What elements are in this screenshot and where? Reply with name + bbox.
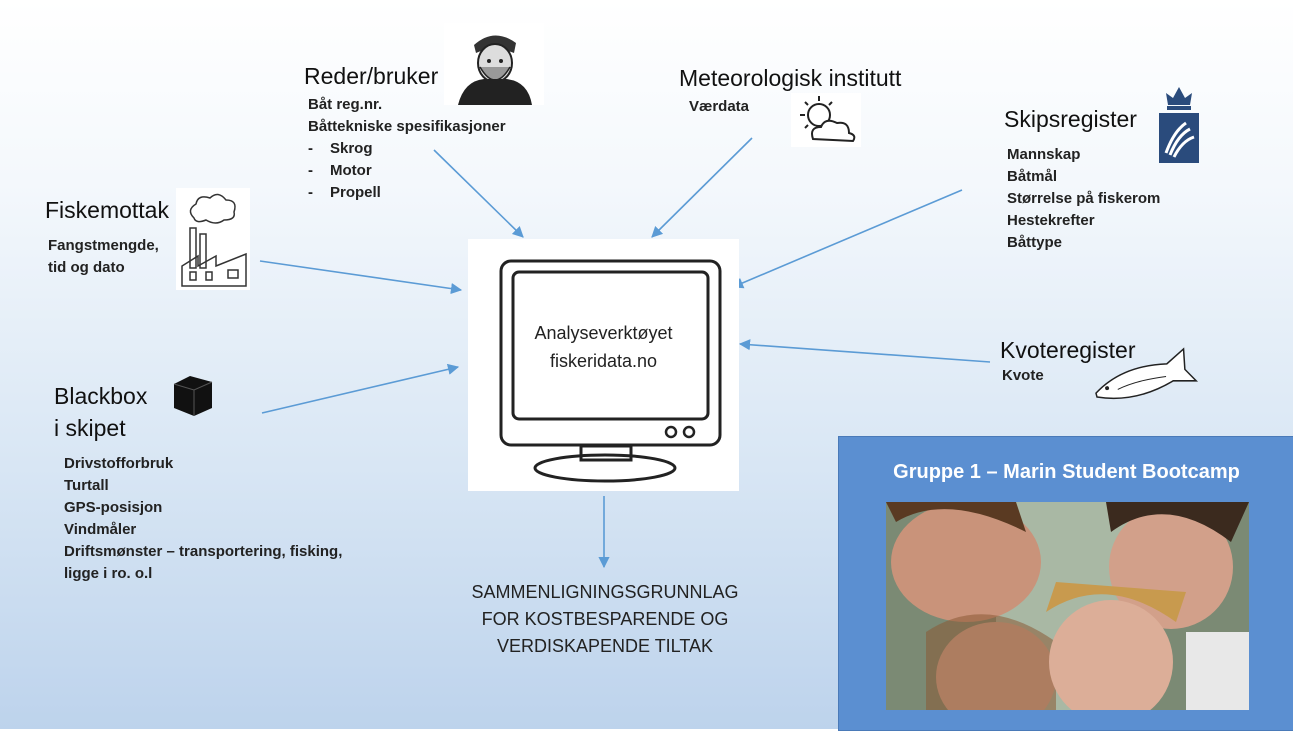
blackbox-title-line2: i skipet bbox=[54, 415, 126, 441]
fiskemottak-list: Fangstmengde, tid og dato bbox=[48, 235, 159, 279]
center-line2: fiskeridata.no bbox=[549, 351, 658, 371]
skips-list: Mannskap Båtmål Størrelse på fiskerom He… bbox=[1007, 144, 1160, 254]
skips-item: Båtmål bbox=[1007, 168, 1058, 185]
blackbox-title: Blackbox i skipet bbox=[54, 380, 147, 444]
blackbox-item: GPS-posisjon bbox=[64, 499, 163, 516]
blackbox-title-line1: Blackbox bbox=[54, 383, 148, 409]
blackbox-item: Turtall bbox=[64, 477, 109, 494]
skips-item: Båttype bbox=[1007, 234, 1063, 251]
black-cube-icon bbox=[168, 372, 218, 418]
result-line: SAMMENLIGNINGSGRUNNLAG bbox=[471, 582, 739, 602]
reder-title: Reder/bruker bbox=[304, 63, 439, 89]
reder-list: Båt reg.nr. Båttekniske spesifikasjoner … bbox=[308, 94, 506, 204]
group-panel: Gruppe 1 – Marin Student Bootcamp bbox=[838, 436, 1293, 731]
group-photo bbox=[886, 502, 1249, 710]
center-label: Analyseverktøyet fiskeridata.no bbox=[468, 319, 739, 375]
reder-sub-item: Propell bbox=[308, 182, 506, 204]
met-title: Meteorologisk institutt bbox=[679, 65, 902, 91]
reder-item: Båttekniske spesifikasjoner bbox=[308, 118, 506, 135]
blackbox-list: Drivstofforbruk Turtall GPS-posisjon Vin… bbox=[64, 453, 342, 585]
blackbox-item: Drivstofforbruk bbox=[64, 455, 174, 472]
fisherman-icon bbox=[444, 23, 544, 105]
result-line: VERDISKAPENDE TILTAK bbox=[496, 636, 714, 656]
blackbox-item: Driftsmønster – transportering, fisking, bbox=[64, 543, 343, 560]
arrow-met bbox=[651, 137, 753, 238]
skips-item: Størrelse på fiskerom bbox=[1007, 190, 1161, 207]
fiskemottak-item: Fangstmengde, bbox=[48, 237, 159, 254]
kvote-title: Kvoteregister bbox=[1000, 337, 1136, 363]
fiskemottak-title: Fiskemottak bbox=[45, 197, 169, 223]
arrow-fiskemottak bbox=[259, 260, 463, 295]
skips-title: Skipsregister bbox=[1004, 106, 1137, 132]
fiskemottak-item: tid og dato bbox=[48, 259, 125, 276]
met-item: Værdata bbox=[689, 98, 750, 115]
kvote-item: Kvote bbox=[1002, 367, 1044, 384]
factory-icon bbox=[176, 188, 250, 290]
crown-emblem-icon bbox=[1156, 83, 1202, 165]
reder-item: Båt reg.nr. bbox=[308, 96, 383, 113]
reder-sub-item: Motor bbox=[308, 160, 506, 182]
blackbox-item: ligge i ro. o.l bbox=[64, 565, 153, 582]
group-title: Gruppe 1 – Marin Student Bootcamp bbox=[893, 461, 1240, 483]
result-line: FOR KOSTBESPARENDE OG bbox=[481, 609, 729, 629]
arrow-kvote bbox=[738, 339, 991, 363]
skips-item: Hestekrefter bbox=[1007, 212, 1095, 229]
arrow-blackbox bbox=[261, 363, 460, 414]
center-line1: Analyseverktøyet bbox=[534, 323, 673, 343]
arrow-skips bbox=[731, 189, 963, 289]
skips-item: Mannskap bbox=[1007, 146, 1081, 163]
fish-icon bbox=[1086, 346, 1204, 412]
weather-icon bbox=[791, 93, 861, 147]
reder-sub-item: Skrog bbox=[308, 138, 506, 160]
analysis-tool-monitor: Analyseverktøyet fiskeridata.no bbox=[468, 239, 739, 491]
result-text: SAMMENLIGNINGSGRUNNLAG FOR KOSTBESPAREND… bbox=[440, 579, 770, 660]
blackbox-item: Vindmåler bbox=[64, 521, 137, 538]
